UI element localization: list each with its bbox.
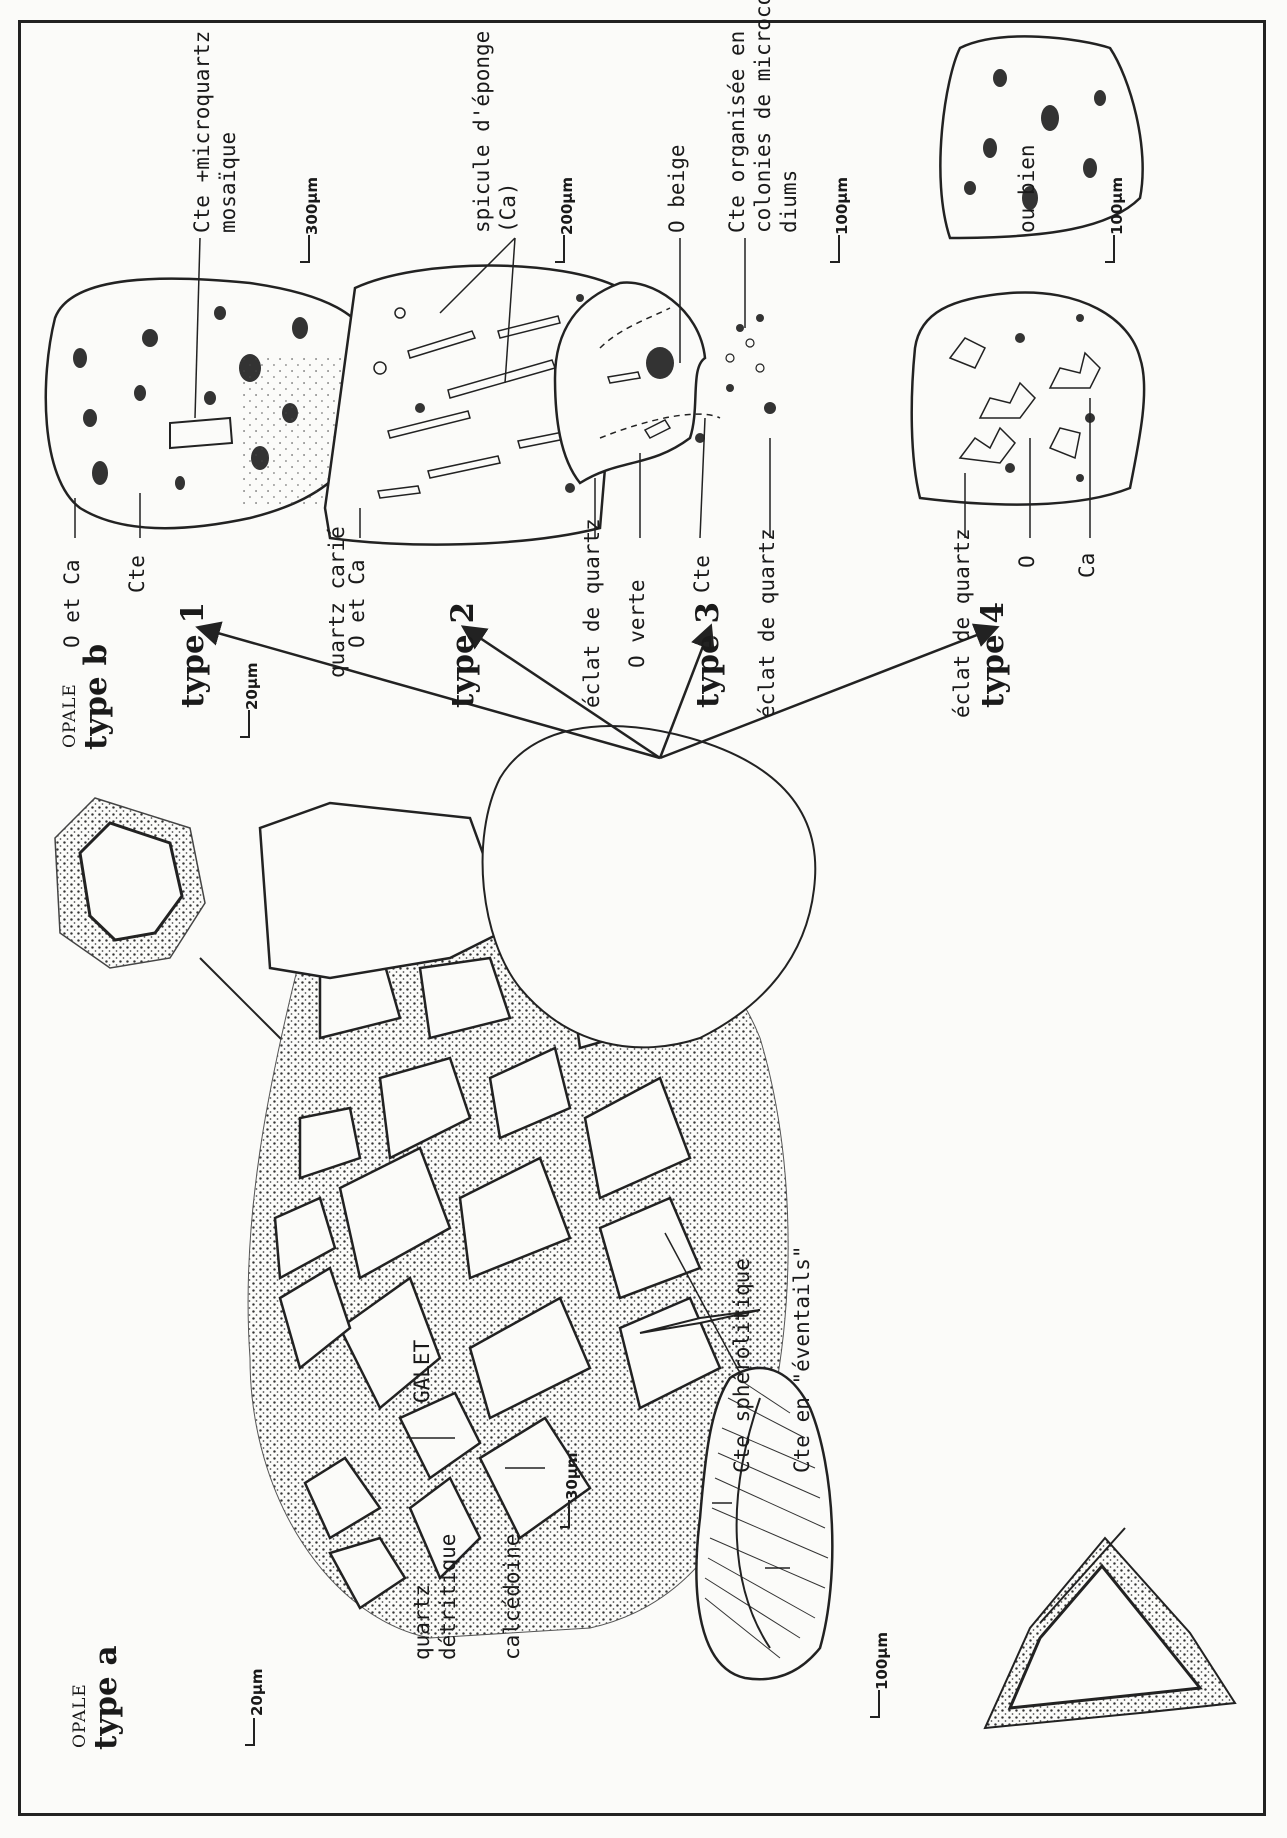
galet-boulder	[483, 726, 816, 1047]
type3-colonies-2: colonies de microco -	[751, 0, 775, 233]
type4-ca: Ca	[1075, 553, 1099, 578]
eventails-label: Cte en "éventails"	[790, 1245, 814, 1473]
galet-label: GALET	[410, 1340, 434, 1403]
opale-b-scale-bar	[240, 710, 250, 738]
opale-b-title: type b	[78, 644, 114, 750]
quartz-label: quartz	[410, 1584, 434, 1660]
type3-o-beige: O beige	[665, 144, 689, 233]
type3-o-verte: O verte	[625, 579, 649, 668]
type2-scale-bar	[555, 235, 565, 263]
type4-title: type 4	[975, 602, 1011, 708]
type1-scale: 300µm	[303, 177, 321, 235]
type4-scale-bar	[1105, 235, 1115, 263]
detritique-label: détritique	[436, 1534, 460, 1660]
type1-microquartz-1: Cte +microquartz	[190, 31, 214, 233]
type3-cte: Cte	[690, 555, 714, 593]
type1-microquartz-2: mosaïque	[216, 132, 240, 233]
type2-spicule-1: spicule d'éponge	[470, 31, 494, 233]
type1-o-et-ca: O et Ca	[60, 559, 84, 648]
type3-scale-bar	[830, 235, 840, 263]
type4-ou-bien: ou bien	[1015, 144, 1039, 233]
calcedoine-label: calcédoine	[500, 1534, 524, 1660]
opale-type-a-grain	[985, 1538, 1235, 1728]
type3-eclat: éclat de quartz	[755, 528, 779, 718]
type1-cte: Cte	[125, 555, 149, 593]
opale-a-scale-bar	[245, 1718, 255, 1746]
opale-b-small: OPALE	[60, 683, 80, 748]
center-scale-bar	[560, 1500, 570, 1528]
type1-title: type 1	[175, 602, 211, 708]
type2-o-et-ca: O et Ca	[345, 559, 369, 648]
type4-o: O	[1015, 555, 1039, 568]
fan-scale: 100µm	[873, 1632, 891, 1690]
opale-type-b-grain	[55, 798, 205, 968]
fan-scale-bar	[870, 1690, 880, 1718]
type3-colonies-3: diums	[777, 170, 801, 233]
leader-opale-b	[200, 958, 290, 1048]
type1-scale-bar	[300, 235, 310, 263]
type4-eclat: éclat de quartz	[950, 528, 974, 718]
type1-grain	[46, 279, 376, 529]
opale-a-title: type a	[88, 1645, 124, 1750]
type2-spicule-2: (Ca)	[496, 182, 520, 233]
center-scale: 30µm	[563, 1452, 581, 1500]
type3-grain	[555, 282, 776, 483]
type4-scale: 100µm	[1108, 177, 1126, 235]
type3-colonies-1: Cte organisée en	[725, 31, 749, 233]
opale-a-small: OPALE	[70, 1683, 90, 1748]
type2-title: type 2	[445, 602, 481, 708]
type2-scale: 200µm	[558, 177, 576, 235]
type4-grain	[912, 292, 1144, 504]
type3-scale: 100µm	[833, 177, 851, 235]
type2-eclat: éclat de quartz	[580, 518, 604, 708]
spherolitique-label: Cte sphérolitique	[730, 1258, 754, 1473]
opale-b-scale: 20µm	[243, 662, 261, 710]
opale-a-scale: 20µm	[248, 1668, 266, 1716]
type3-title: type 3	[690, 602, 726, 708]
